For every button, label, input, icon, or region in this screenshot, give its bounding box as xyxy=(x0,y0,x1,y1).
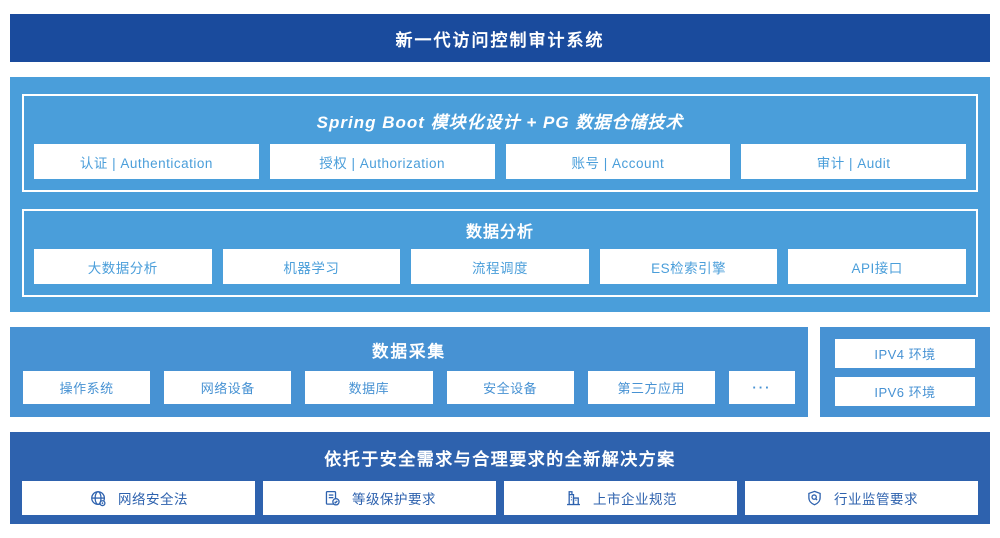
solution-panel: 依托于安全需求与合理要求的全新解决方案 网络安全法 xyxy=(10,432,990,524)
collection-chip-thirdparty: 第三方应用 xyxy=(587,371,715,404)
collection-chip-more: ··· xyxy=(728,371,795,404)
collection-items-row: 操作系统 网络设备 数据库 安全设备 第三方应用 ··· xyxy=(23,371,795,404)
module-chip-audit: 审计 | Audit xyxy=(741,144,966,179)
environment-chip-ipv6: IPV6 环境 xyxy=(835,376,975,406)
module-chip-account: 账号 | Account xyxy=(505,144,731,179)
analysis-section-title: 数据分析 xyxy=(465,224,534,241)
platform-panel: Spring Boot 模块化设计 + PG 数据仓储技术 认证 | Authe… xyxy=(10,77,990,312)
collection-chip-network: 网络设备 xyxy=(164,371,292,404)
system-title: 新一代访问控制审计系统 xyxy=(395,30,605,50)
solution-chip-classified-protection: 等级保护要求 xyxy=(263,481,496,515)
shield-search-icon xyxy=(805,489,824,508)
collection-row: 数据采集 操作系统 网络设备 数据库 安全设备 第三方应用 ··· IPV4 环… xyxy=(10,327,990,417)
solution-chip-listed-company: 上市企业规范 xyxy=(504,481,737,515)
building-icon xyxy=(564,489,583,508)
environment-chip-ipv4: IPV4 环境 xyxy=(835,338,975,368)
system-title-banner: 新一代访问控制审计系统 xyxy=(10,14,990,62)
environment-panel: IPV4 环境 IPV6 环境 xyxy=(820,327,990,417)
analysis-section: 数据分析 大数据分析 机器学习 流程调度 ES检索引擎 API接口 xyxy=(22,209,978,297)
module-chip-authentication: 认证 | Authentication xyxy=(34,144,259,179)
document-check-icon xyxy=(323,489,342,508)
solution-title: 依托于安全需求与合理要求的全新解决方案 xyxy=(324,450,676,469)
analysis-chip-api: API接口 xyxy=(788,249,966,284)
analysis-chip-bigdata: 大数据分析 xyxy=(34,249,212,284)
module-chip-authorization: 授权 | Authorization xyxy=(269,144,495,179)
modules-section: Spring Boot 模块化设计 + PG 数据仓储技术 认证 | Authe… xyxy=(22,94,978,192)
collection-chip-database: 数据库 xyxy=(305,371,433,404)
solution-chip-label: 上市企业规范 xyxy=(593,492,677,507)
collection-panel: 数据采集 操作系统 网络设备 数据库 安全设备 第三方应用 ··· xyxy=(10,327,808,417)
solution-chip-label: 网络安全法 xyxy=(118,492,188,507)
solution-chip-label: 行业监管要求 xyxy=(834,492,918,507)
analysis-chip-es: ES检索引擎 xyxy=(599,249,778,284)
analysis-row: 大数据分析 机器学习 流程调度 ES检索引擎 API接口 xyxy=(24,249,976,295)
collection-chip-security: 安全设备 xyxy=(446,371,574,404)
solution-chip-label: 等级保护要求 xyxy=(352,492,436,507)
analysis-chip-workflow: 流程调度 xyxy=(411,249,589,284)
solution-chip-industry-regulation: 行业监管要求 xyxy=(745,481,978,515)
modules-row: 认证 | Authentication 授权 | Authorization 账… xyxy=(24,144,976,190)
globe-icon xyxy=(89,489,108,508)
solution-chip-cybersecurity-law: 网络安全法 xyxy=(22,481,255,515)
collection-title: 数据采集 xyxy=(372,343,446,361)
collection-chip-os: 操作系统 xyxy=(23,371,151,404)
solution-items-row: 网络安全法 等级保护要求 xyxy=(22,481,978,515)
analysis-chip-ml: 机器学习 xyxy=(222,249,401,284)
modules-section-title: Spring Boot 模块化设计 + PG 数据仓储技术 xyxy=(316,113,684,132)
